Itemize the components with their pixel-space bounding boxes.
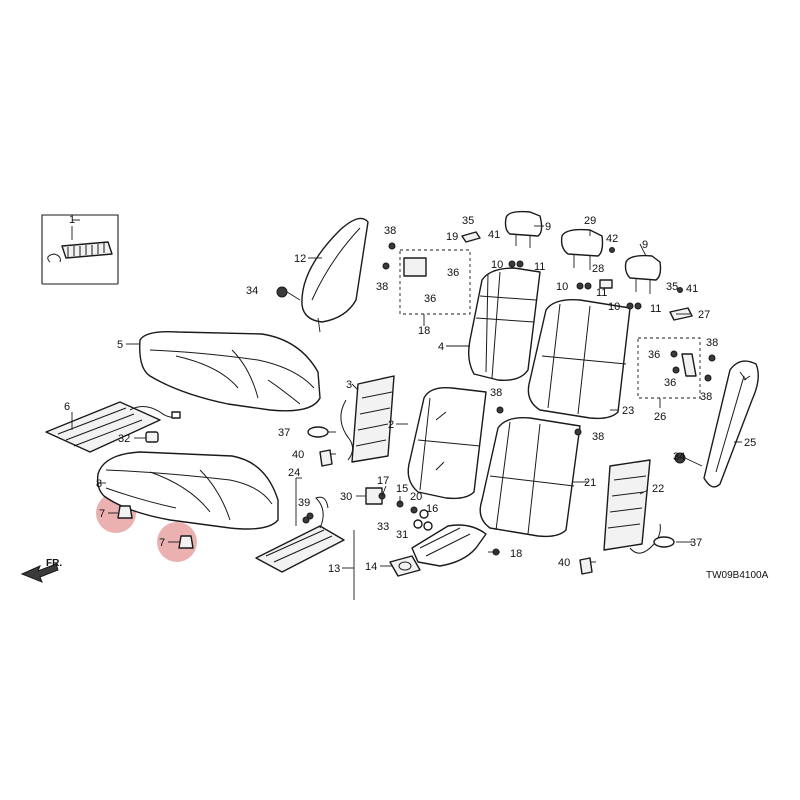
callout-20: 20: [410, 491, 422, 503]
arrow-icon: [20, 563, 59, 583]
callout-1: 1: [69, 214, 75, 226]
cushion-heater: [45, 401, 181, 453]
callout-31: 31: [396, 529, 408, 541]
callout-10b: 10: [556, 281, 568, 293]
callout-5: 5: [117, 339, 123, 351]
callout-12: 12: [294, 253, 306, 265]
callout-17: 17: [377, 475, 389, 487]
callout-11c: 11: [650, 303, 661, 315]
callout-22: 22: [652, 483, 664, 495]
callout-24: 24: [288, 467, 300, 479]
group-box-26: [637, 337, 701, 399]
callout-10c: 10: [608, 301, 620, 313]
leader-lines: [71, 219, 742, 600]
headrests: [504, 210, 662, 294]
armrest: [389, 524, 487, 577]
callout-37b: 37: [690, 537, 702, 549]
callout-36c: 36: [648, 349, 660, 361]
callout-7a: 7: [99, 508, 105, 520]
callout-16: 16: [426, 503, 438, 515]
callout-8: 8: [96, 478, 102, 490]
front-direction-arrow: FR.: [20, 558, 62, 583]
callout-38f: 38: [700, 391, 712, 403]
callout-41b: 41: [686, 283, 698, 295]
callout-26: 26: [654, 411, 666, 423]
headrest-9b: [624, 254, 662, 281]
callout-6: 6: [64, 401, 70, 413]
callout-4: 4: [438, 341, 444, 353]
seatback-cover-right: [527, 299, 631, 420]
callout-23: 23: [622, 405, 634, 417]
callout-labels: 1 2 3 4 5 6 7 7 8 9 9 10 10 10 11 11 11 …: [64, 214, 756, 575]
callout-37a: 37: [278, 427, 290, 439]
callout-41a: 41: [488, 229, 500, 241]
callout-38e: 38: [706, 337, 718, 349]
callout-18b: 18: [510, 548, 522, 560]
seatback-cover-left: [467, 267, 541, 381]
callout-38c: 38: [490, 387, 502, 399]
callout-13: 13: [328, 563, 340, 575]
callout-40a: 40: [292, 449, 304, 461]
callout-2: 2: [388, 419, 394, 431]
callout-35a: 35: [462, 215, 474, 227]
seatback-side-left: [301, 217, 369, 333]
callout-11b: 11: [596, 287, 607, 299]
callout-27: 27: [698, 309, 710, 321]
seat-cushion-cover: [139, 330, 321, 412]
callout-28: 28: [592, 263, 604, 275]
callout-9b: 9: [642, 239, 648, 251]
diagram-code: TW09B4100A: [706, 570, 769, 581]
direction-label: FR.: [46, 558, 62, 569]
callout-21: 21: [584, 477, 596, 489]
callout-38b: 38: [376, 281, 388, 293]
callout-40b: 40: [558, 557, 570, 569]
callout-35b: 35: [666, 281, 678, 293]
headrest-29: [560, 228, 604, 257]
callout-38a: 38: [384, 225, 396, 237]
seatback-heaters: [340, 375, 661, 554]
seatback-pad-right: [479, 417, 581, 538]
callout-36b: 36: [424, 293, 436, 305]
callout-38d: 38: [592, 431, 604, 443]
seatback-pad-left: [407, 387, 487, 500]
callout-18a: 18: [418, 325, 430, 337]
callout-19: 19: [446, 231, 458, 243]
callout-29: 29: [584, 215, 596, 227]
heater-lower: [255, 496, 345, 573]
callout-25: 25: [744, 437, 756, 449]
callout-36a: 36: [447, 267, 459, 279]
callout-11a: 11: [534, 261, 545, 273]
callout-32: 32: [118, 433, 130, 445]
callout-39: 39: [298, 497, 310, 509]
callout-42: 42: [606, 233, 618, 245]
callout-7b: 7: [159, 537, 165, 549]
callout-10a: 10: [491, 259, 503, 271]
group-box-18: [399, 249, 471, 315]
headrest-9a: [504, 210, 543, 237]
callout-36d: 36: [664, 377, 676, 389]
callout-15: 15: [396, 483, 408, 495]
hardware: [117, 231, 716, 575]
callout-9a: 9: [545, 221, 551, 233]
callout-34b: 34: [673, 451, 685, 463]
seat-cushion-pad: [96, 451, 279, 530]
callout-33: 33: [377, 521, 389, 533]
callout-30: 30: [340, 491, 352, 503]
inset-box: [41, 214, 119, 285]
callout-3: 3: [346, 379, 352, 391]
callout-14: 14: [365, 561, 377, 573]
seatback-side-right: [703, 360, 759, 488]
callout-34a: 34: [246, 285, 258, 297]
